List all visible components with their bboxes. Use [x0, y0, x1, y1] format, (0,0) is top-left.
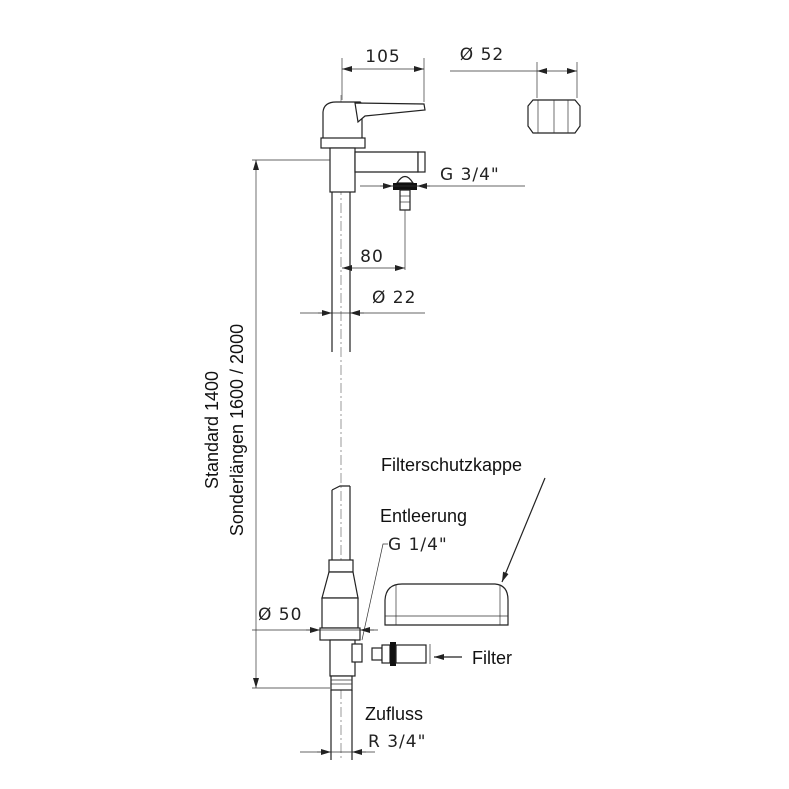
- dim-pipe-diameter: Ø 22: [300, 288, 425, 316]
- inlet-thread-label: R 3/4": [368, 732, 426, 752]
- filter-cap-arrow: [501, 477, 546, 583]
- dim-inlet-thread: R 3/4": [300, 732, 426, 755]
- drain-label: Entleerung: [380, 506, 467, 526]
- dim-length: Standard 1400 Sonderlängen 1600 / 2000: [202, 159, 330, 689]
- inflow-label: Zufluss: [365, 704, 423, 724]
- drain-thread-label: G 1/4": [388, 535, 448, 555]
- dim-cap-diameter: Ø 52: [450, 45, 578, 98]
- dim-base-label: Ø 50: [258, 605, 302, 625]
- filter-label: Filter: [472, 648, 512, 668]
- dim-base-diameter: Ø 50: [252, 605, 378, 633]
- dim-cap-label: Ø 52: [460, 45, 504, 65]
- dim-80: 80: [342, 210, 406, 271]
- dim-pipe-label: Ø 22: [372, 288, 416, 308]
- length-standard-label: Standard 1400: [202, 371, 222, 489]
- dim-105-label: 105: [365, 47, 400, 67]
- riser-pipe: [331, 192, 351, 560]
- filter-protection-cap: [384, 583, 509, 626]
- faucet-head: [320, 101, 426, 211]
- dim-outlet-label: G 3/4": [440, 165, 500, 185]
- filter-cap-label: Filterschutzkappe: [381, 455, 522, 475]
- filter-part: [371, 642, 431, 666]
- length-special-label: Sonderlängen 1600 / 2000: [227, 324, 247, 536]
- cap-52: [527, 99, 581, 134]
- base-fitting: [319, 559, 363, 760]
- dim-105: 105: [341, 47, 425, 102]
- drain-leader: [361, 543, 388, 641]
- dim-80-label: 80: [360, 247, 384, 267]
- dim-outlet-thread: G 3/4": [360, 165, 525, 189]
